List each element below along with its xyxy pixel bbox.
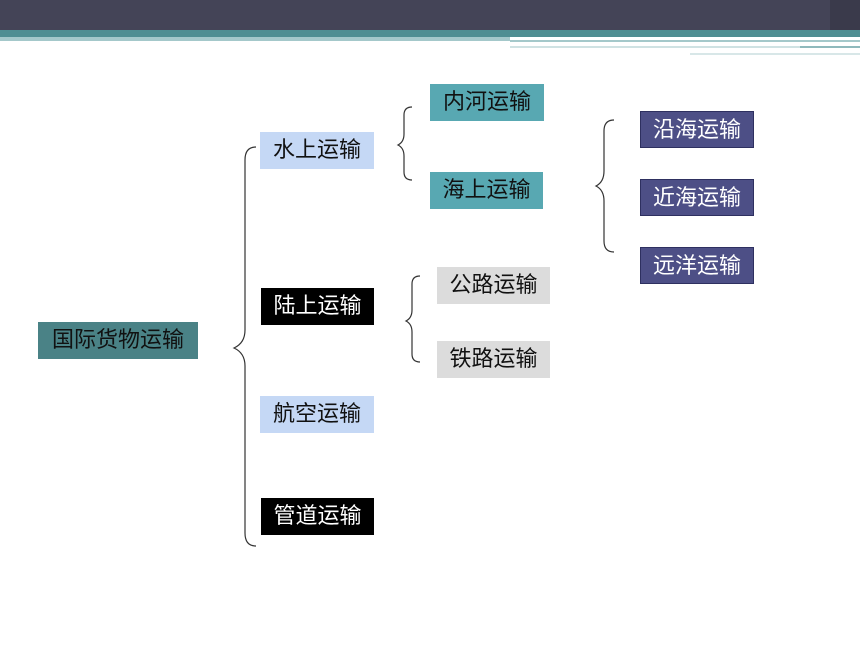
node-international-cargo-transport: 国际货物运输 <box>38 322 198 359</box>
node-near-sea-transport: 近海运输 <box>640 179 754 216</box>
node-land-transport: 陆上运输 <box>261 288 374 325</box>
top-banner-corner <box>830 0 860 30</box>
brace-water <box>396 106 413 181</box>
banner-line-4 <box>690 53 860 55</box>
node-road-transport: 公路运输 <box>437 267 550 304</box>
banner-line-2 <box>510 46 800 48</box>
node-inland-river-transport: 内河运输 <box>430 84 544 121</box>
node-ocean-transport: 远洋运输 <box>640 247 754 284</box>
brace-land <box>404 275 421 363</box>
node-air-transport: 航空运输 <box>260 396 374 433</box>
node-coastal-transport: 沿海运输 <box>640 111 754 148</box>
brace-sea <box>594 119 615 253</box>
node-rail-transport: 铁路运输 <box>437 341 550 378</box>
node-pipeline-transport: 管道运输 <box>261 498 374 535</box>
top-banner <box>0 0 860 30</box>
brace-root <box>232 146 257 547</box>
node-sea-transport: 海上运输 <box>430 172 543 209</box>
banner-stripe-light <box>0 37 510 41</box>
banner-line-3 <box>800 46 860 48</box>
banner-line-1 <box>510 40 860 42</box>
banner-stripe-teal <box>0 30 860 37</box>
node-water-transport: 水上运输 <box>260 132 374 169</box>
